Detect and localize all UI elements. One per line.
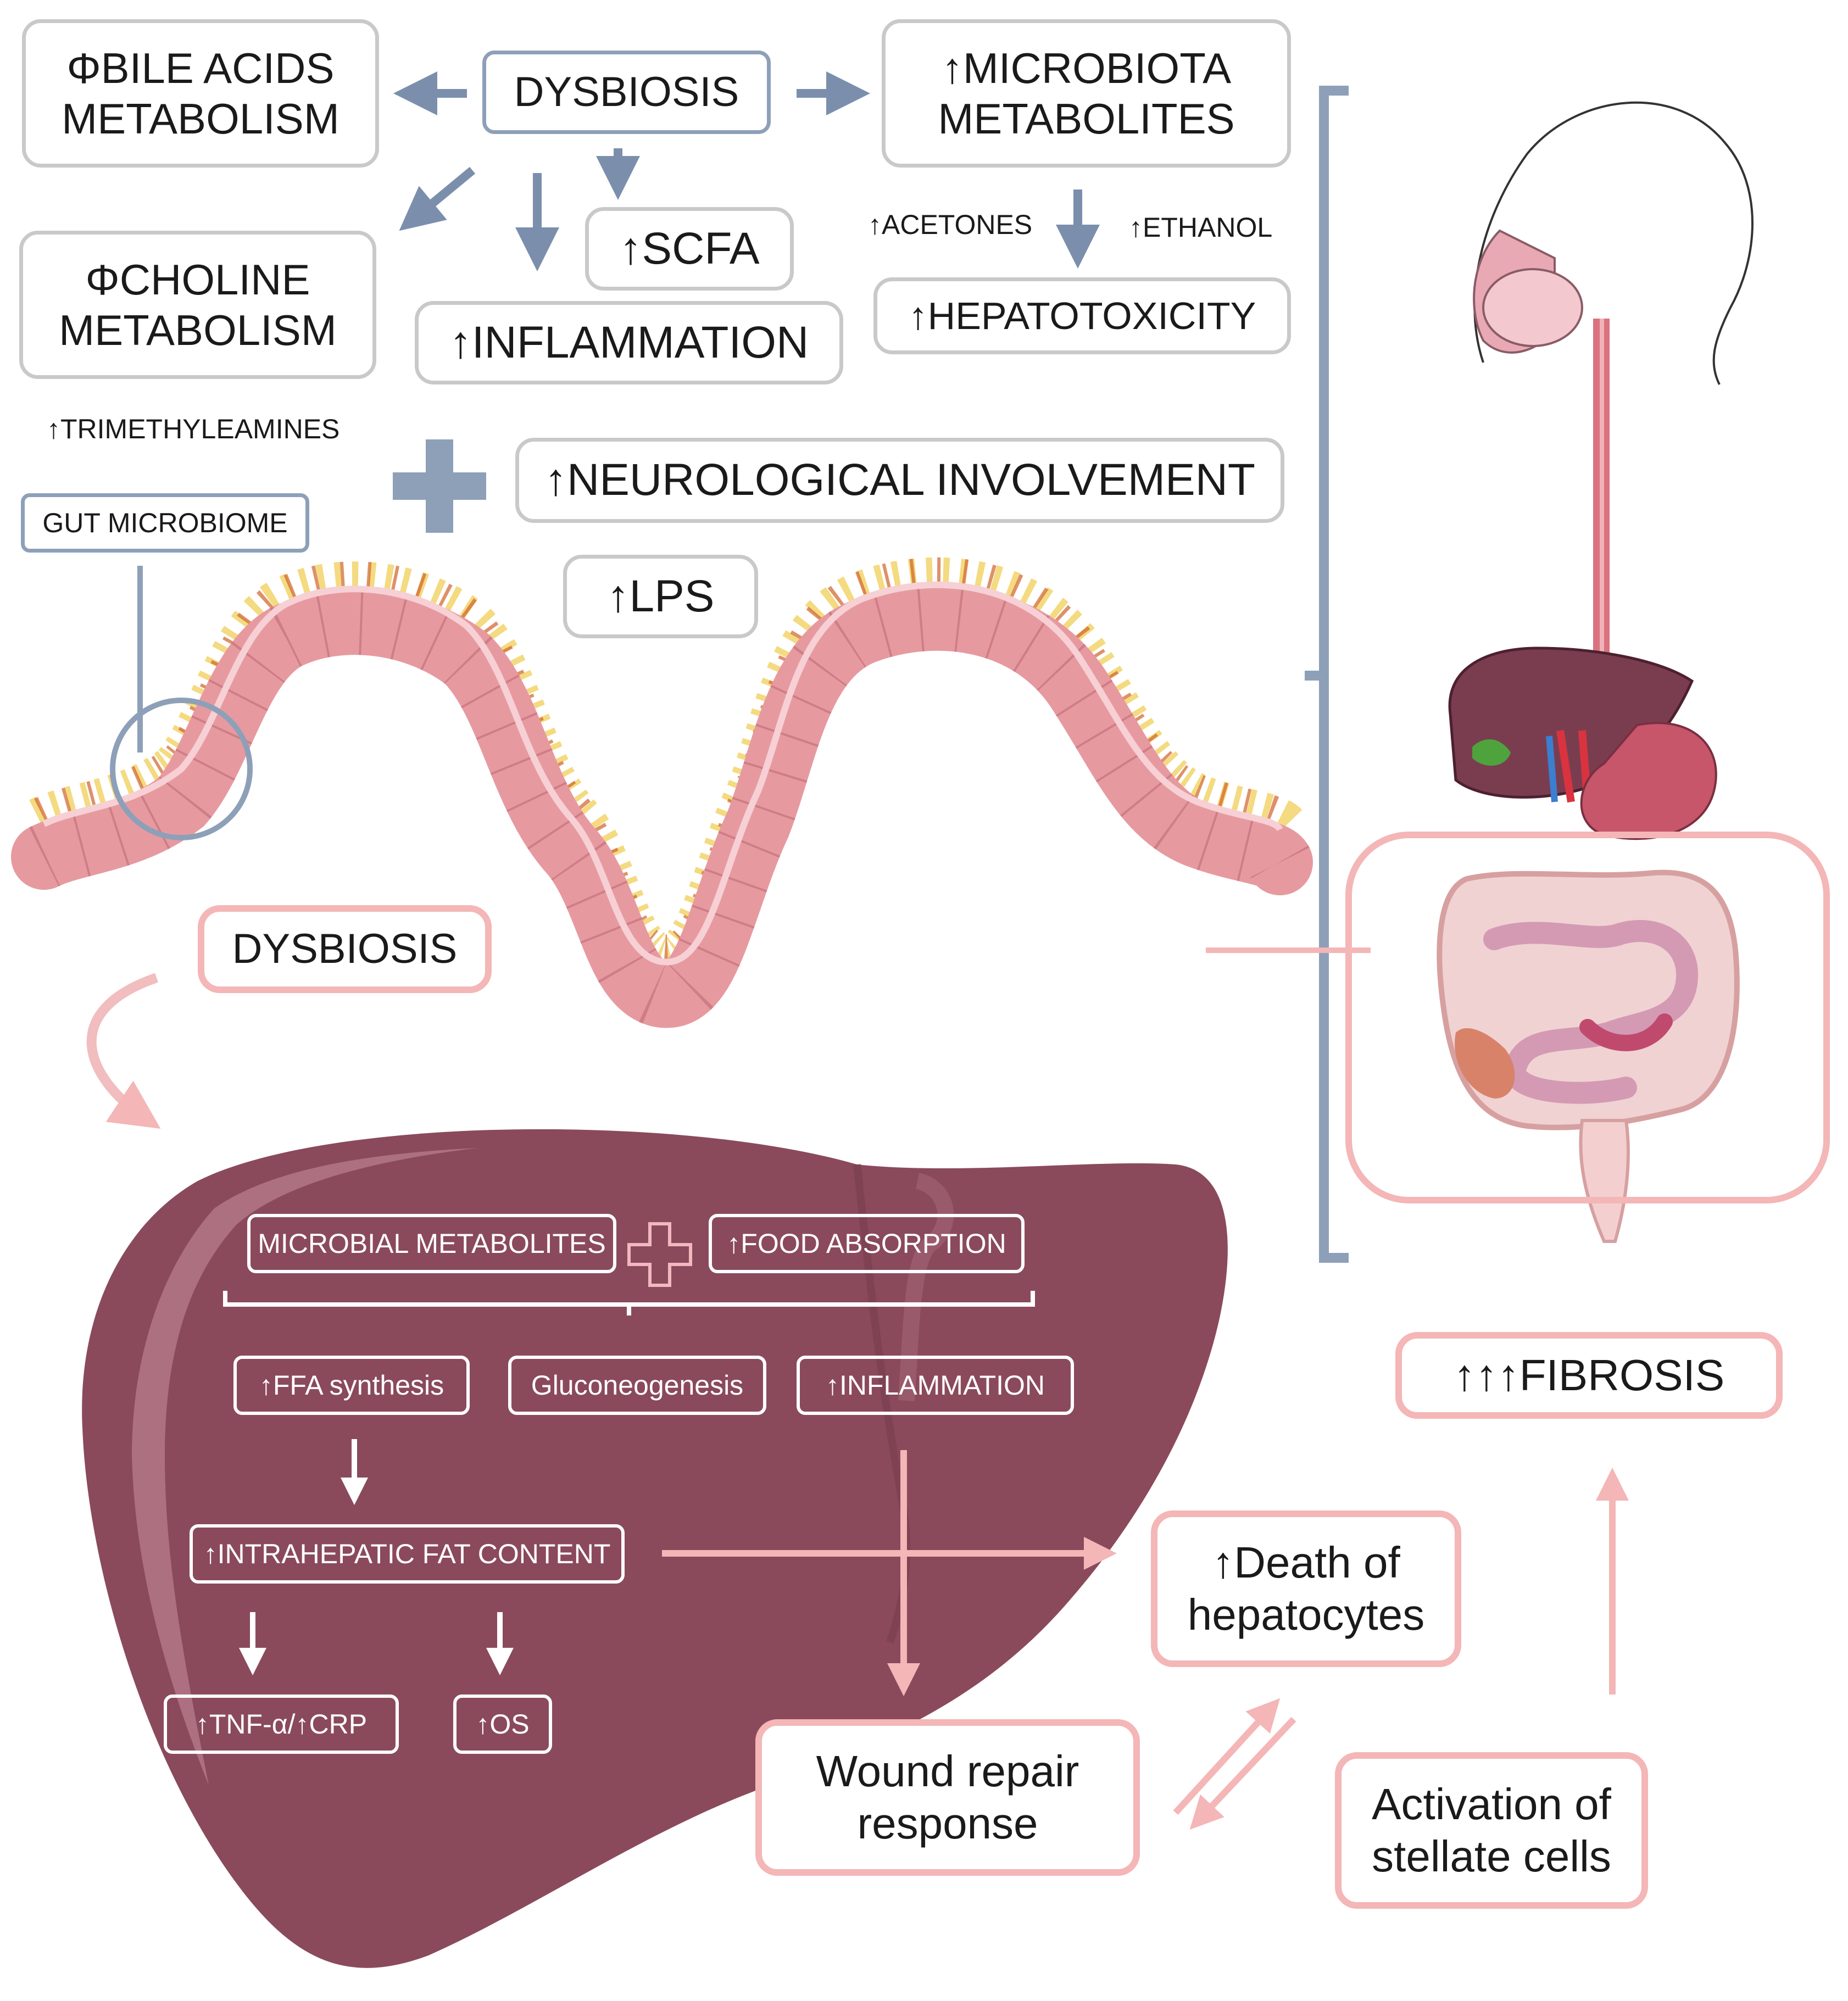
gut-microbiome-box: GUT MICROBIOME (21, 493, 309, 553)
microbiota-metabolites-box: ↑MICROBIOTA METABOLITES (882, 19, 1291, 168)
wound-repair-response-box: Wound repair response (755, 1719, 1140, 1876)
top-arrows (393, 71, 1100, 271)
food-absorption-box: ↑FOOD ABSORPTION (709, 1214, 1025, 1273)
gluconeogenesis-box: Gluconeogenesis (508, 1356, 766, 1415)
os-box: ↑OS (453, 1695, 552, 1754)
fibrosis-box: ↑↑↑FIBROSIS (1395, 1332, 1783, 1419)
tnf-crp-box: ↑TNF-α/↑CRP (164, 1695, 399, 1754)
scfa-box: ↑SCFA (585, 207, 794, 291)
neurological-involvement-box: ↑NEUROLOGICAL INVOLVEMENT (515, 438, 1284, 523)
liver-plus-icon (627, 1222, 692, 1287)
outcome-arrows (662, 1450, 1629, 1830)
microbial-metabolites-box: MICROBIAL METABOLITES (247, 1214, 616, 1273)
hepatotoxicity-box: ↑HEPATOTOXICITY (873, 277, 1291, 354)
liver-inflammation-box: ↑INFLAMMATION (797, 1356, 1074, 1415)
intrahepatic-fat-content-box: ↑INTRAHEPATIC FAT CONTENT (190, 1524, 625, 1584)
dysbiosis-pink-box: DYSBIOSIS (198, 905, 492, 993)
ffa-synthesis-box: ↑FFA synthesis (233, 1356, 470, 1415)
dysbiosis-to-liver-arrow (86, 973, 161, 1129)
right-bracket (1305, 86, 1349, 1263)
intestinal-villi-illustration (11, 557, 1313, 1028)
bile-acids-metabolism-box: ΦBILE ACIDS METABOLISM (22, 19, 379, 168)
plus-icon (393, 439, 486, 533)
digestive-tract-illustration (1437, 101, 1754, 1243)
ethanol-label: ↑ETHANOL (1129, 212, 1273, 243)
activation-of-stellate-cells-box: Activation of stellate cells (1335, 1752, 1648, 1909)
dysbiosis-box: DYSBIOSIS (482, 51, 771, 134)
acetones-label: ↑ACETONES (868, 209, 1033, 240)
liver-inner-connectors (223, 1291, 1035, 1675)
choline-metabolism-box: ΦCHOLINE METABOLISM (19, 231, 376, 379)
intestine-highlight-frame (1345, 832, 1830, 1203)
death-of-hepatocytes-box: ↑Death of hepatocytes (1151, 1510, 1461, 1667)
lps-box: ↑LPS (563, 555, 758, 638)
trimethyleamines-label: ↑TRIMETHYLEAMINES (47, 414, 340, 444)
inflammation-box: ↑INFLAMMATION (415, 301, 843, 384)
